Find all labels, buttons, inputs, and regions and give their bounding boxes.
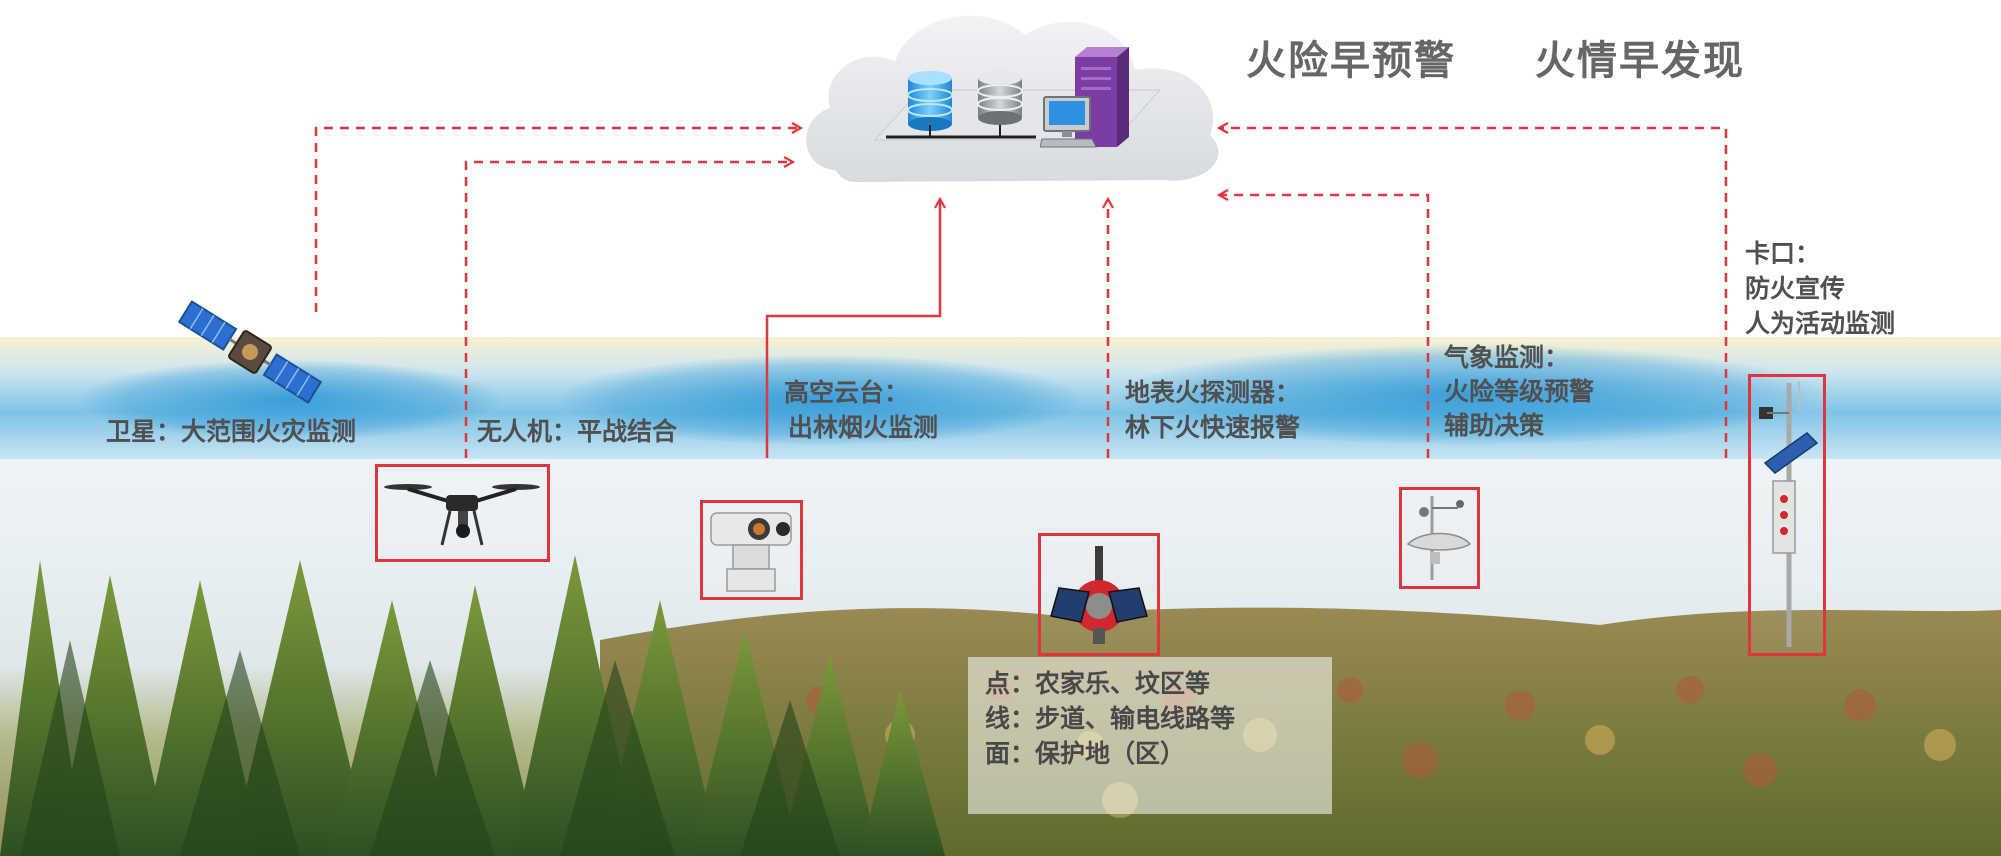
weather-label-line1: 气象监测： — [1444, 343, 1570, 372]
satellite-label: 卫星：大范围火灾监测 — [106, 417, 357, 446]
satellite-icon — [177, 300, 323, 404]
weather-label-line2: 火险等级预警 — [1444, 377, 1595, 406]
headline-early-warning: 火险早预警 — [1246, 38, 1456, 84]
computer-icon — [1040, 96, 1097, 148]
checkpoint-device-box — [1748, 374, 1826, 656]
high-platform-label-line1: 高空云台： — [784, 378, 910, 407]
ground-detector-label-line1: 地表火探测器： — [1125, 378, 1301, 407]
ground-detector-label-line2: 林下火快速报警 — [1125, 413, 1301, 442]
sky-blob — [1120, 345, 1820, 445]
weather-label-line3: 辅助决策 — [1444, 411, 1545, 440]
ground-detector-device-box — [1038, 533, 1160, 656]
coverage-point: 点：农家乐、坟区等 — [985, 669, 1211, 698]
checkpoint-label-line2: 防火宣传 — [1745, 274, 1846, 303]
high-platform-link — [765, 200, 940, 458]
weather-station-icon — [1406, 496, 1472, 580]
ptz-camera-icon — [710, 512, 792, 592]
checkpoint-pole-icon — [1759, 381, 1819, 647]
coverage-area: 面：保护地（区） — [985, 739, 1186, 768]
network-bus — [886, 125, 1036, 139]
ptz-camera-device-box — [700, 500, 803, 600]
database-icon — [977, 71, 1023, 125]
checkpoint-label-line1: 卡口： — [1745, 239, 1821, 268]
weather-link — [1220, 195, 1430, 458]
headline-early-detection: 火情早发现 — [1535, 38, 1745, 84]
checkpoint-label-line3: 人为活动监测 — [1745, 309, 1896, 338]
coverage-line: 线：步道、输电线路等 — [985, 704, 1236, 733]
drone-link — [464, 162, 792, 458]
coverage-info-box: 点：农家乐、坟区等 线：步道、输电线路等 面：保护地（区） — [968, 657, 1332, 814]
high-platform-label-line2: 出林烟火监测 — [788, 413, 939, 442]
satellite-link — [314, 128, 800, 312]
database-icon — [907, 71, 953, 131]
drone-device-box — [375, 464, 550, 562]
ground-fire-detector-icon — [1050, 546, 1148, 644]
drone-label: 无人机：平战结合 — [477, 417, 678, 446]
weather-station-device-box — [1399, 487, 1480, 589]
drone-icon — [384, 484, 540, 546]
sky-blob — [560, 355, 1080, 445]
